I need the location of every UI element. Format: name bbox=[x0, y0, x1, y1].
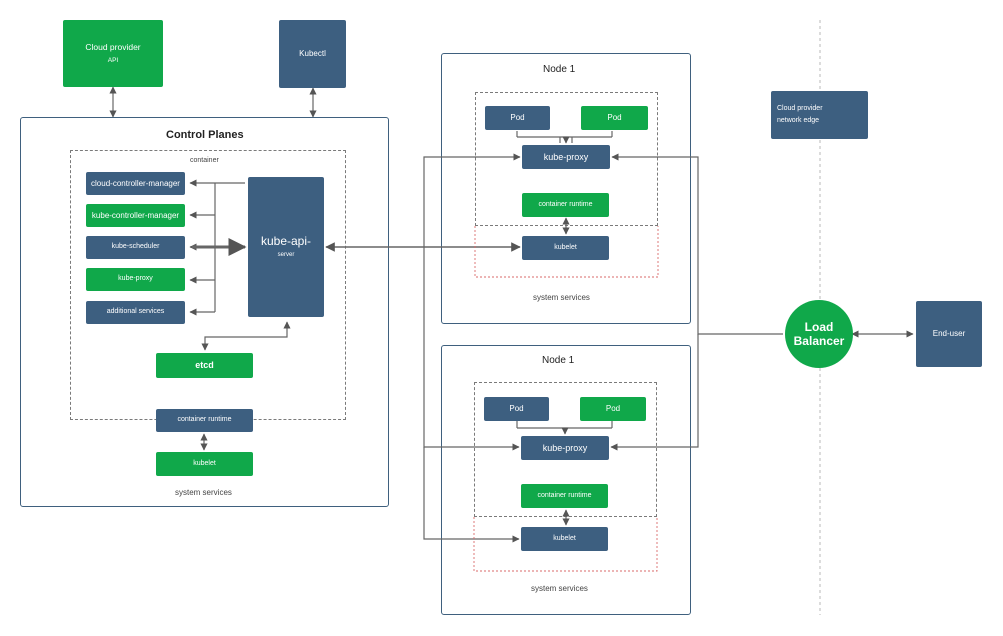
cloud-provider-sub: API bbox=[107, 56, 119, 64]
node-2-pod-b-label: Pod bbox=[605, 404, 621, 414]
network-edge-line2: network edge bbox=[777, 116, 820, 124]
additional-services-box[interactable]: additional services bbox=[86, 301, 185, 324]
node-2-kube-proxy[interactable]: kube-proxy bbox=[521, 436, 609, 460]
node-2-container-runtime[interactable]: container runtime bbox=[521, 484, 608, 508]
node-1-pod-b-label: Pod bbox=[607, 113, 622, 123]
kube-api-server-box[interactable]: kube-api- server bbox=[248, 177, 324, 317]
node-1-kubelet-label: kubelet bbox=[554, 243, 577, 251]
node-1-title: Node 1 bbox=[543, 64, 576, 75]
cp-kube-proxy-box[interactable]: kube-proxy bbox=[86, 268, 185, 291]
cp-system-services-label: system services bbox=[175, 488, 232, 497]
node-2-kube-proxy-label: kube-proxy bbox=[542, 442, 588, 453]
node-2-pod-b[interactable]: Pod bbox=[580, 397, 646, 421]
load-balancer[interactable]: Load Balancer bbox=[785, 300, 853, 368]
cp-kubelet-label: kubelet bbox=[193, 459, 216, 467]
node-2-kubelet-label: kubelet bbox=[553, 534, 576, 542]
network-edge-box[interactable]: Cloud provider network edge bbox=[771, 91, 868, 139]
kube-controller-manager-box[interactable]: kube-controller-manager bbox=[86, 204, 185, 227]
end-user-box[interactable]: End-user bbox=[916, 301, 982, 367]
node-2-container-runtime-label: container runtime bbox=[537, 491, 592, 499]
node-1-container-runtime[interactable]: container runtime bbox=[522, 193, 609, 217]
node-2-kubelet[interactable]: kubelet bbox=[521, 527, 608, 551]
cloud-controller-manager-box[interactable]: cloud-controller-manager bbox=[86, 172, 185, 195]
node-1-kube-proxy[interactable]: kube-proxy bbox=[522, 145, 610, 169]
etcd-label: etcd bbox=[195, 360, 214, 371]
node-1-pod-b[interactable]: Pod bbox=[581, 106, 648, 130]
etcd-box[interactable]: etcd bbox=[156, 353, 253, 378]
control-plane-frame bbox=[20, 117, 389, 507]
node-2-pod-a-label: Pod bbox=[509, 404, 524, 414]
node-2-pod-a[interactable]: Pod bbox=[484, 397, 549, 421]
node-1-pod-a-label: Pod bbox=[510, 113, 525, 123]
cloud-provider-api-box[interactable]: Cloud provider API bbox=[63, 20, 163, 87]
additional-services-label: additional services bbox=[106, 308, 165, 316]
end-user-label: End-user bbox=[932, 329, 966, 339]
kube-api-server-sub: server bbox=[277, 252, 295, 259]
node-1-kube-proxy-label: kube-proxy bbox=[543, 151, 589, 162]
cp-container-runtime-box[interactable]: container runtime bbox=[156, 409, 253, 432]
kubectl-label: Kubectl bbox=[299, 49, 326, 59]
node-1-system-services-label: system services bbox=[533, 293, 590, 302]
load-balancer-line2: Balancer bbox=[793, 334, 845, 348]
node-1-pod-a[interactable]: Pod bbox=[485, 106, 550, 130]
kubectl-box[interactable]: Kubectl bbox=[279, 20, 346, 88]
node-1-kubelet[interactable]: kubelet bbox=[522, 236, 609, 260]
control-plane-title: Control Planes bbox=[166, 129, 244, 141]
cloud-provider-title: Cloud provider bbox=[85, 41, 141, 52]
kube-scheduler-box[interactable]: kube-scheduler bbox=[86, 236, 185, 259]
cloud-controller-manager-label: cloud-controller-manager bbox=[91, 178, 180, 188]
node-1-container-runtime-label: container runtime bbox=[538, 200, 593, 208]
kube-api-server-title: kube-api- bbox=[260, 233, 312, 248]
kube-scheduler-label: kube-scheduler bbox=[111, 243, 160, 251]
cp-kubelet-box[interactable]: kubelet bbox=[156, 452, 253, 476]
kube-controller-manager-label: kube-controller-manager bbox=[91, 210, 180, 220]
cp-kube-proxy-label: kube-proxy bbox=[118, 275, 153, 283]
cp-container-runtime-label: container runtime bbox=[177, 416, 232, 424]
node-2-system-services-label: system services bbox=[531, 584, 588, 593]
container-label: container bbox=[190, 157, 219, 164]
load-balancer-line1: Load bbox=[804, 319, 834, 334]
node-2-title: Node 1 bbox=[542, 355, 575, 366]
network-edge-line1: Cloud provider bbox=[777, 105, 823, 113]
